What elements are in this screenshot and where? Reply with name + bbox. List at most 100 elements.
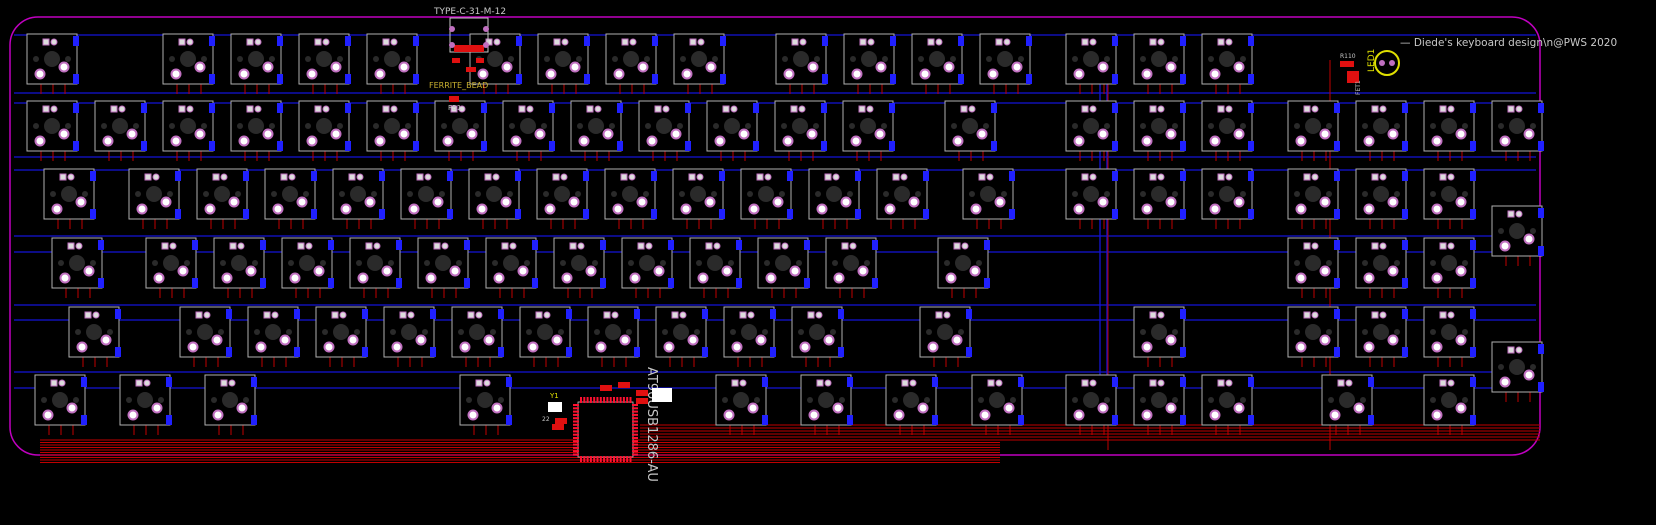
mcu-chip	[552, 382, 648, 462]
key-switch	[885, 374, 938, 435]
key-switch	[196, 168, 249, 229]
ferrite-label: FERRITE_BEAD	[429, 81, 488, 90]
key-switch	[298, 100, 351, 161]
key-switch	[485, 237, 538, 298]
key-switch	[26, 100, 79, 161]
connector-label: TYPE-C-31-M-12	[433, 7, 506, 17]
credit-text: — Diede's keyboard design\n@PWS 2020	[1400, 37, 1617, 49]
key-switch	[400, 168, 453, 229]
key-switch	[213, 237, 266, 298]
key-switch	[672, 168, 725, 229]
smd-component	[636, 390, 648, 396]
key-switch	[1287, 100, 1340, 161]
key-switch	[519, 306, 572, 367]
key-switch	[1133, 306, 1186, 367]
key-switch	[417, 237, 470, 298]
key-switch	[825, 237, 878, 298]
key-switch	[366, 33, 419, 94]
smd-component	[600, 385, 612, 391]
key-switch	[179, 306, 232, 367]
key-switch	[842, 100, 895, 161]
key-switch	[843, 33, 896, 94]
key-switch	[689, 237, 742, 298]
key-switch	[119, 374, 172, 435]
key-switch	[536, 168, 589, 229]
key-switch	[1355, 168, 1408, 229]
cap-label: 22	[542, 416, 550, 423]
key-switch	[937, 237, 990, 298]
key-switch	[876, 168, 929, 229]
usb-c-connector	[449, 17, 489, 102]
smd-component	[552, 424, 564, 430]
key-switch	[298, 33, 351, 94]
key-switch	[502, 100, 555, 161]
key-switch	[638, 100, 691, 161]
key-switch	[979, 33, 1032, 94]
key-switch	[740, 168, 793, 229]
reset-switch	[652, 388, 672, 402]
key-switch	[1355, 100, 1408, 161]
key-switch	[1065, 374, 1118, 435]
key-switch	[911, 33, 964, 94]
key-switch	[808, 168, 861, 229]
key-switch	[570, 100, 623, 161]
key-switch	[451, 306, 504, 367]
fet-label: FET1	[1355, 80, 1362, 95]
key-switch	[774, 100, 827, 161]
key-switch	[1133, 168, 1186, 229]
key-switch	[715, 374, 768, 435]
key-switch	[94, 100, 147, 161]
key-switch	[1355, 237, 1408, 298]
key-switch	[68, 306, 121, 367]
mcu-label: AT90USB1286-AU	[644, 367, 659, 482]
smd-component	[555, 418, 567, 424]
key-switch	[1201, 100, 1254, 161]
key-switch	[1287, 306, 1340, 367]
key-switch	[1355, 306, 1408, 367]
key-switch	[145, 237, 198, 298]
key-switch	[800, 374, 853, 435]
key-switch	[230, 33, 283, 94]
key-switch	[621, 237, 674, 298]
key-switch	[26, 33, 79, 94]
key-switch	[723, 306, 776, 367]
fb-label: FB1	[448, 104, 461, 112]
crystal	[548, 402, 562, 412]
key-switch	[1065, 100, 1118, 161]
key-switch	[971, 374, 1024, 435]
key-switch	[230, 100, 283, 161]
key-switch	[43, 168, 96, 229]
key-switch	[247, 306, 300, 367]
crystal-label: Y1	[549, 392, 559, 400]
key-switch-grid	[26, 33, 1544, 435]
key-switch	[128, 168, 181, 229]
key-switch	[655, 306, 708, 367]
key-switch	[1065, 33, 1118, 94]
led-footprint	[1340, 50, 1400, 83]
key-switch	[919, 306, 972, 367]
key-switch	[1065, 168, 1118, 229]
key-switch	[1201, 168, 1254, 229]
smd-component	[618, 382, 630, 388]
smd-component	[636, 398, 648, 404]
key-switch	[1287, 168, 1340, 229]
key-switch	[706, 100, 759, 161]
resistor-label: R110	[1340, 53, 1356, 60]
key-switch	[366, 100, 419, 161]
key-switch	[1423, 374, 1476, 435]
key-switch	[1423, 100, 1476, 161]
key-switch	[459, 374, 512, 435]
key-switch	[1201, 33, 1254, 94]
key-switch	[315, 306, 368, 367]
key-switch	[281, 237, 334, 298]
key-switch	[349, 237, 402, 298]
key-switch	[383, 306, 436, 367]
key-switch	[1423, 306, 1476, 367]
mcu-body	[577, 401, 634, 458]
key-switch	[434, 100, 487, 161]
key-switch	[162, 33, 215, 94]
key-switch	[1133, 100, 1186, 161]
key-switch	[1133, 374, 1186, 435]
key-switch	[1321, 374, 1374, 435]
